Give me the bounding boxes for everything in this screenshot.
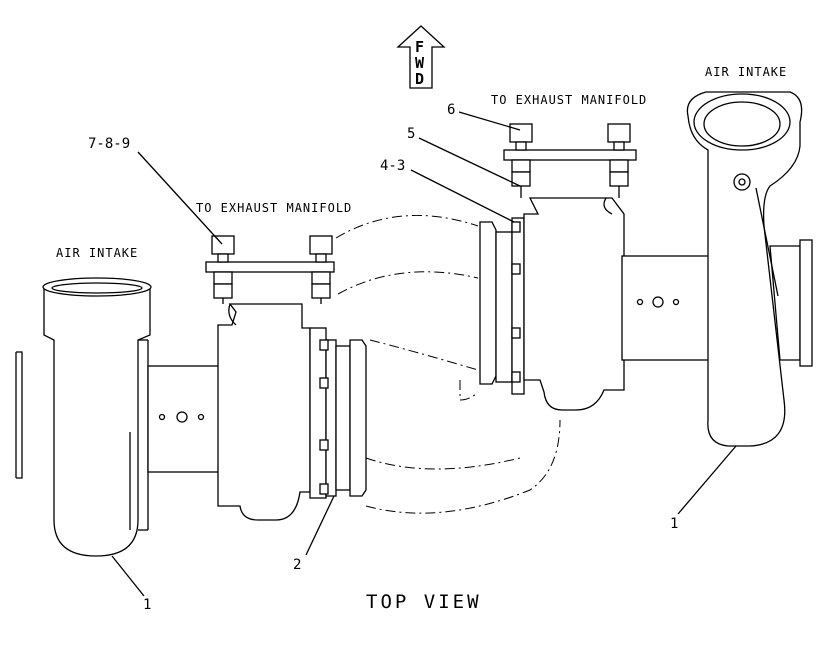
right-turbine-housing [523, 197, 625, 411]
view-title: TOP VIEW [366, 591, 482, 613]
callout-7-8-9: 7-8-9 [88, 136, 223, 245]
forward-arrow-icon: F W D [396, 25, 446, 89]
fwd-letter-d: D [415, 70, 424, 88]
left-center-housing [147, 365, 221, 473]
callout-2: 2 [293, 495, 335, 573]
exhaust-crossover-outline [335, 214, 561, 514]
callout-6-text: 6 [447, 102, 455, 118]
callout-2-text: 2 [293, 557, 301, 573]
right-outlet-clamp [479, 217, 525, 395]
callout-7-8-9-text: 7-8-9 [88, 136, 130, 152]
fwd-letter-f: F [415, 38, 424, 56]
callout-1-right: 1 [670, 445, 737, 532]
callout-5-text: 5 [407, 126, 415, 142]
callout-1-left: 1 [111, 555, 151, 613]
exhaust-manifold-label-right: TO EXHAUST MANIFOLD [491, 93, 647, 107]
air-intake-label-right: AIR INTAKE [705, 65, 787, 79]
air-intake-label-left: AIR INTAKE [56, 246, 138, 260]
right-air-intake-elbow [686, 91, 813, 447]
exhaust-manifold-label-left: TO EXHAUST MANIFOLD [196, 201, 352, 215]
callout-4-3-text: 4-3 [380, 158, 405, 174]
callout-1-left-text: 1 [143, 597, 151, 613]
left-turbine-housing [217, 303, 311, 521]
right-center-housing [621, 255, 713, 361]
left-air-intake-elbow [15, 277, 152, 557]
left-outlet-clamp [309, 327, 367, 499]
callout-1-right-text: 1 [670, 516, 678, 532]
callout-6: 6 [447, 102, 521, 131]
callout-4-3: 4-3 [380, 158, 515, 223]
left-exhaust-flange-bracket [205, 235, 335, 304]
right-exhaust-flange-bracket [503, 123, 637, 198]
callout-5: 5 [407, 126, 521, 187]
fwd-letter-w: W [415, 54, 425, 72]
